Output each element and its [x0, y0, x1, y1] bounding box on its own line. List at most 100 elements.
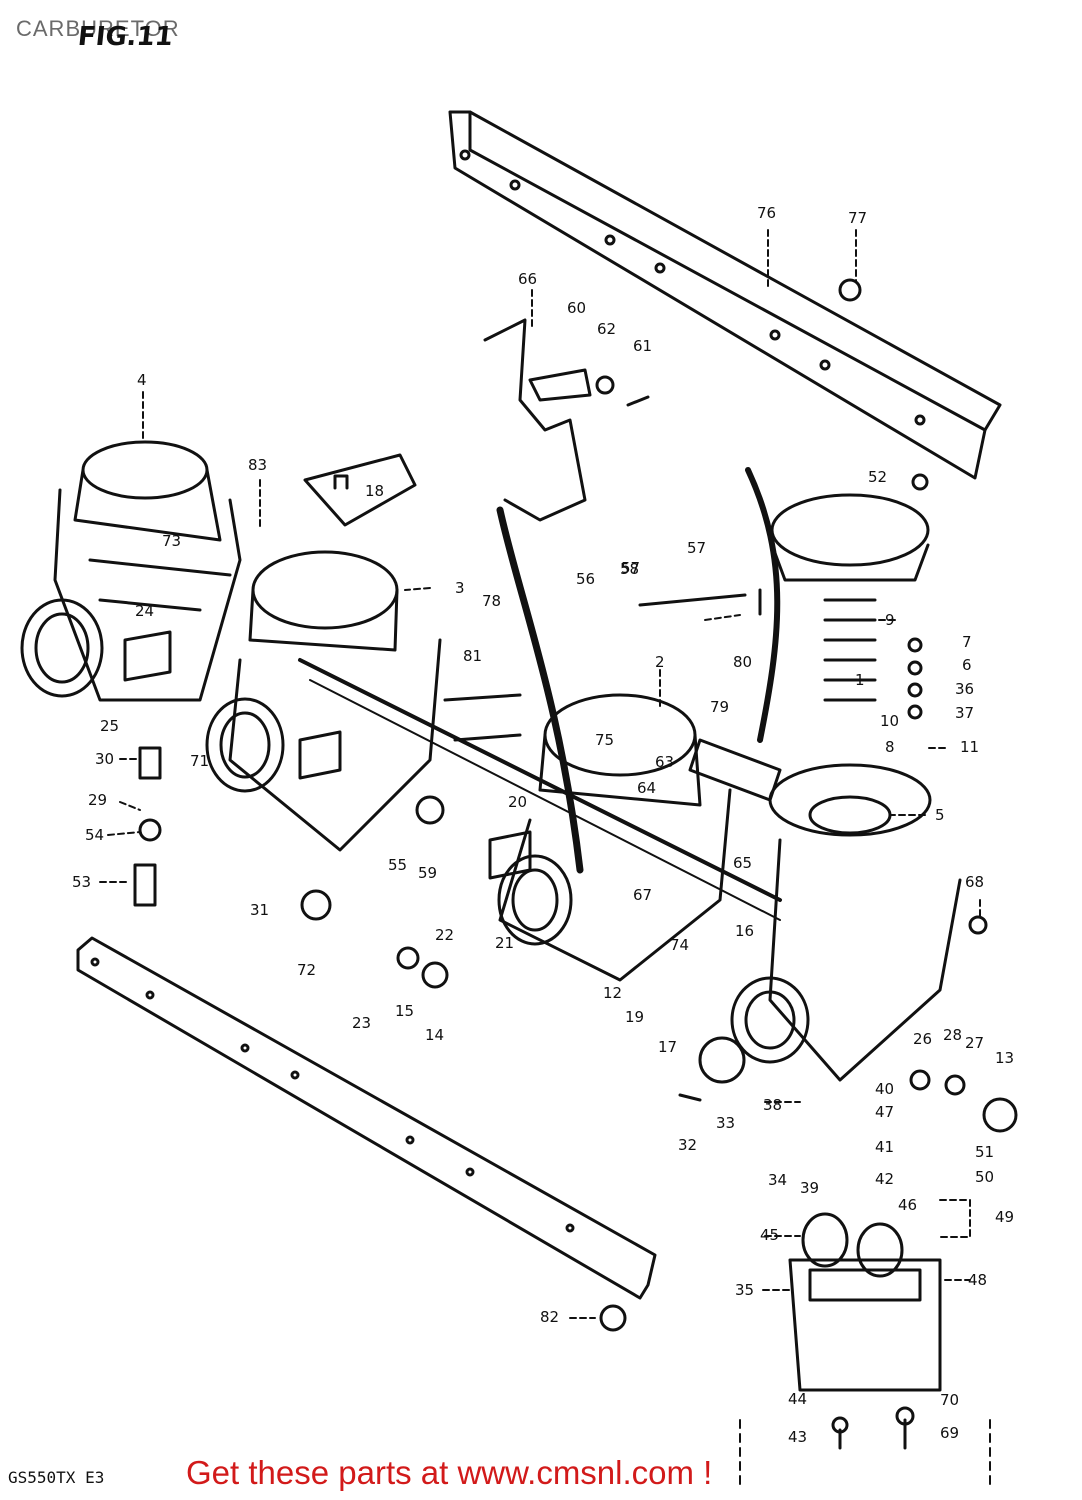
callout-4: 4 [137, 371, 147, 389]
callout-67: 67 [633, 886, 652, 904]
callout-63: 63 [655, 753, 674, 771]
callout-7: 7 [962, 633, 972, 651]
callout-16: 16 [735, 922, 754, 940]
callout-83: 83 [248, 456, 267, 474]
callout-76: 76 [757, 204, 776, 222]
callout-23: 23 [352, 1014, 371, 1032]
callout-22: 22 [435, 926, 454, 944]
bottom-bracket-plate [76, 936, 657, 1300]
callout-21: 21 [495, 934, 514, 952]
callout-15: 15 [395, 1002, 414, 1020]
callout-30: 30 [95, 750, 114, 768]
callout-68: 68 [965, 873, 984, 891]
callout-57: 57 [687, 539, 706, 557]
model-code: GS550TX E3 [8, 1468, 105, 1487]
callout-82: 82 [540, 1308, 559, 1326]
callout-41: 41 [875, 1138, 894, 1156]
callout-32: 32 [678, 1136, 697, 1154]
callout-3: 3 [455, 579, 465, 597]
callout-42: 42 [875, 1170, 894, 1188]
callout-12: 12 [603, 984, 622, 1002]
callout-78: 78 [482, 592, 501, 610]
callout-60: 60 [567, 299, 586, 317]
callout-20: 20 [508, 793, 527, 811]
float-chamber [788, 1212, 942, 1392]
callout-44: 44 [788, 1390, 807, 1408]
callout-54: 54 [85, 826, 104, 844]
callout-25: 25 [100, 717, 119, 735]
callout-19: 19 [625, 1008, 644, 1026]
top-bracket-plate [448, 110, 1002, 480]
callout-17: 17 [658, 1038, 677, 1056]
callout-81: 81 [463, 647, 482, 665]
callout-28: 28 [943, 1026, 962, 1044]
promo-link[interactable]: Get these parts at www.cmsnl.com ! [186, 1454, 713, 1491]
callout-73: 73 [162, 532, 181, 550]
callout-48: 48 [968, 1271, 987, 1289]
callout-69: 69 [940, 1424, 959, 1442]
callout-24: 24 [135, 602, 154, 620]
callout-72: 72 [297, 961, 316, 979]
callout-45: 45 [760, 1226, 779, 1244]
callout-62: 62 [597, 320, 616, 338]
callout-38: 38 [763, 1096, 782, 1114]
callout-43: 43 [788, 1428, 807, 1446]
callout-66: 66 [518, 270, 537, 288]
callout-27: 27 [965, 1034, 984, 1052]
callout-18: 18 [365, 482, 384, 500]
callout-71: 71 [190, 752, 209, 770]
carburetor-body-right [730, 493, 962, 1082]
callout-labels: 1 2 3 4 5 6 7 8 9 10 11 12 13 14 15 16 1… [72, 204, 1014, 1446]
carburetor-body-center [488, 693, 732, 982]
figure-number: FIG.11 [76, 22, 175, 52]
callout-8: 8 [885, 738, 895, 756]
callout-13: 13 [995, 1049, 1014, 1067]
callout-2: 2 [655, 653, 665, 671]
callout-59: 59 [418, 864, 437, 882]
callout-61: 61 [633, 337, 652, 355]
callout-51: 51 [975, 1143, 994, 1161]
callout-37: 37 [955, 704, 974, 722]
callout-74: 74 [670, 936, 689, 954]
callout-64: 64 [637, 779, 656, 797]
callout-55: 55 [388, 856, 407, 874]
carburetor-body-left [20, 440, 242, 702]
carburetor-body-second [205, 453, 442, 852]
callout-39: 39 [800, 1179, 819, 1197]
callout-77: 77 [848, 209, 867, 227]
throttle-bracket [483, 318, 592, 522]
callout-14: 14 [425, 1026, 444, 1044]
hoses-and-rods [298, 467, 782, 921]
callout-56: 56 [576, 570, 595, 588]
callout-53: 53 [72, 873, 91, 891]
small-hardware [133, 278, 1018, 1450]
leader-lines [99, 229, 981, 1319]
callout-80: 80 [733, 653, 752, 671]
callout-57: 57 [621, 559, 640, 577]
callout-46: 46 [898, 1196, 917, 1214]
callout-49: 49 [995, 1208, 1014, 1226]
callout-58: 58 [620, 560, 639, 578]
callout-75: 75 [595, 731, 614, 749]
callout-35: 35 [735, 1281, 754, 1299]
callout-70: 70 [940, 1391, 959, 1409]
callout-36: 36 [955, 680, 974, 698]
callout-34: 34 [768, 1171, 787, 1189]
callout-11: 11 [960, 738, 979, 756]
callout-52: 52 [868, 468, 887, 486]
callout-31: 31 [250, 901, 269, 919]
diagram-title: CARBURETOR [16, 16, 180, 41]
callout-6: 6 [962, 656, 972, 674]
callout-79: 79 [710, 698, 729, 716]
float-parts-frame [739, 1419, 991, 1489]
callout-40: 40 [875, 1080, 894, 1098]
callout-10: 10 [880, 712, 899, 730]
callout-9: 9 [885, 611, 895, 629]
callout-29: 29 [88, 791, 107, 809]
callout-26: 26 [913, 1030, 932, 1048]
callout-50: 50 [975, 1168, 994, 1186]
callout-33: 33 [716, 1114, 735, 1132]
callout-65: 65 [733, 854, 752, 872]
callout-47: 47 [875, 1103, 894, 1121]
